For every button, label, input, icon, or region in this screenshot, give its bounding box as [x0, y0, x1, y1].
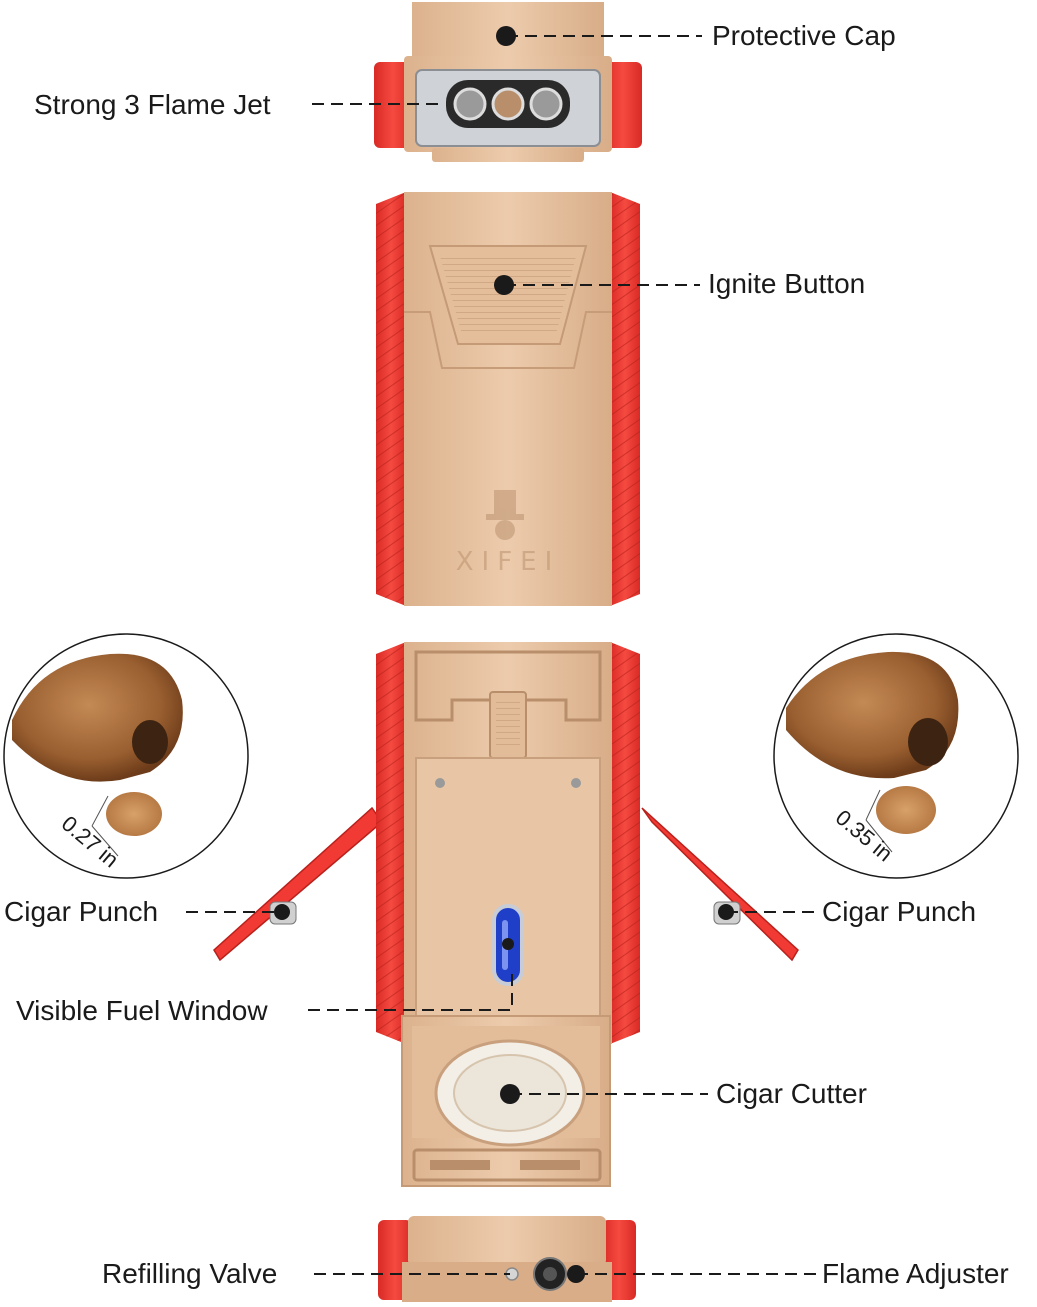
leader-fuel-window	[308, 968, 513, 1011]
bottom-gold-cylinder	[408, 1216, 606, 1266]
cutter-hinge-slot-right	[520, 1160, 580, 1170]
marker-cigar-cutter	[500, 1084, 520, 1104]
logo-hat-brim-icon	[486, 514, 524, 520]
back-left-red-ribs	[376, 642, 406, 1044]
panel-screw-left	[435, 778, 445, 788]
marker-cigar-punch-left	[274, 904, 290, 920]
cap-right-red-side	[604, 62, 642, 148]
lighter-back-body	[213, 642, 799, 1187]
punch-callout-right: 0.35 in	[773, 633, 1019, 879]
label-flame-adjuster: Flame Adjuster	[822, 1258, 1009, 1289]
back-right-red-ribs	[610, 642, 640, 1044]
body-left-red-ribs	[376, 192, 406, 606]
label-ignite-button: Ignite Button	[708, 268, 866, 299]
lighter-bottom-piece	[378, 1216, 636, 1302]
dimension-bracket-right	[865, 789, 893, 853]
marker-dots	[274, 26, 734, 1283]
ignite-button-grip	[440, 256, 576, 334]
marker-protective-cap	[496, 26, 516, 46]
clip-slider-grip	[496, 700, 520, 750]
label-cigar-punch-left: Cigar Punch	[4, 896, 159, 927]
marker-fuel-window	[502, 938, 514, 950]
label-flame-jet: Strong 3 Flame Jet	[34, 89, 271, 120]
cutter-hinge	[412, 1148, 602, 1182]
label-fuel-window: Visible Fuel Window	[16, 995, 268, 1026]
cigar-punch-hole-left	[132, 720, 168, 764]
dimension-bracket-left	[91, 795, 119, 857]
cigar-punch-arm-right[interactable]	[641, 807, 799, 962]
flame-adjuster-center	[543, 1267, 557, 1281]
label-cigar-punch-right: Cigar Punch	[822, 896, 977, 927]
body-bevel-lines	[404, 311, 612, 369]
brand-logo: XIFEI	[456, 490, 561, 577]
body-right-red-ribs	[610, 192, 640, 606]
cutter-hinge-slot-left	[430, 1160, 490, 1170]
cap-bottom-connector	[432, 148, 584, 162]
punched-disc-left	[106, 792, 162, 836]
label-cigar-cutter: Cigar Cutter	[716, 1078, 867, 1109]
flame-jet-nozzle-1	[453, 87, 487, 121]
cigar-punch-arm-left[interactable]	[213, 806, 384, 962]
panel-screw-right	[571, 778, 581, 788]
marker-cigar-punch-right	[718, 904, 734, 920]
flame-jet-nozzle-2	[491, 87, 525, 121]
top-cap-piece	[374, 2, 642, 162]
logo-hat-icon	[494, 490, 516, 516]
label-protective-cap: Protective Cap	[712, 20, 896, 51]
flame-jet-nozzle-3	[529, 87, 563, 121]
label-refilling-valve: Refilling Valve	[102, 1258, 278, 1289]
punched-disc-right	[876, 786, 936, 834]
leader-lines	[186, 35, 816, 1275]
brand-logo-text: XIFEI	[456, 547, 561, 577]
marker-flame-adjuster	[567, 1265, 585, 1283]
lighter-front-body: XIFEI	[376, 192, 640, 606]
clip-frame	[414, 650, 602, 722]
punch-callout-left: 0.27 in	[3, 633, 249, 879]
cigar-punch-hole-right	[908, 718, 948, 766]
logo-face-icon	[495, 520, 515, 540]
marker-ignite-button	[494, 275, 514, 295]
